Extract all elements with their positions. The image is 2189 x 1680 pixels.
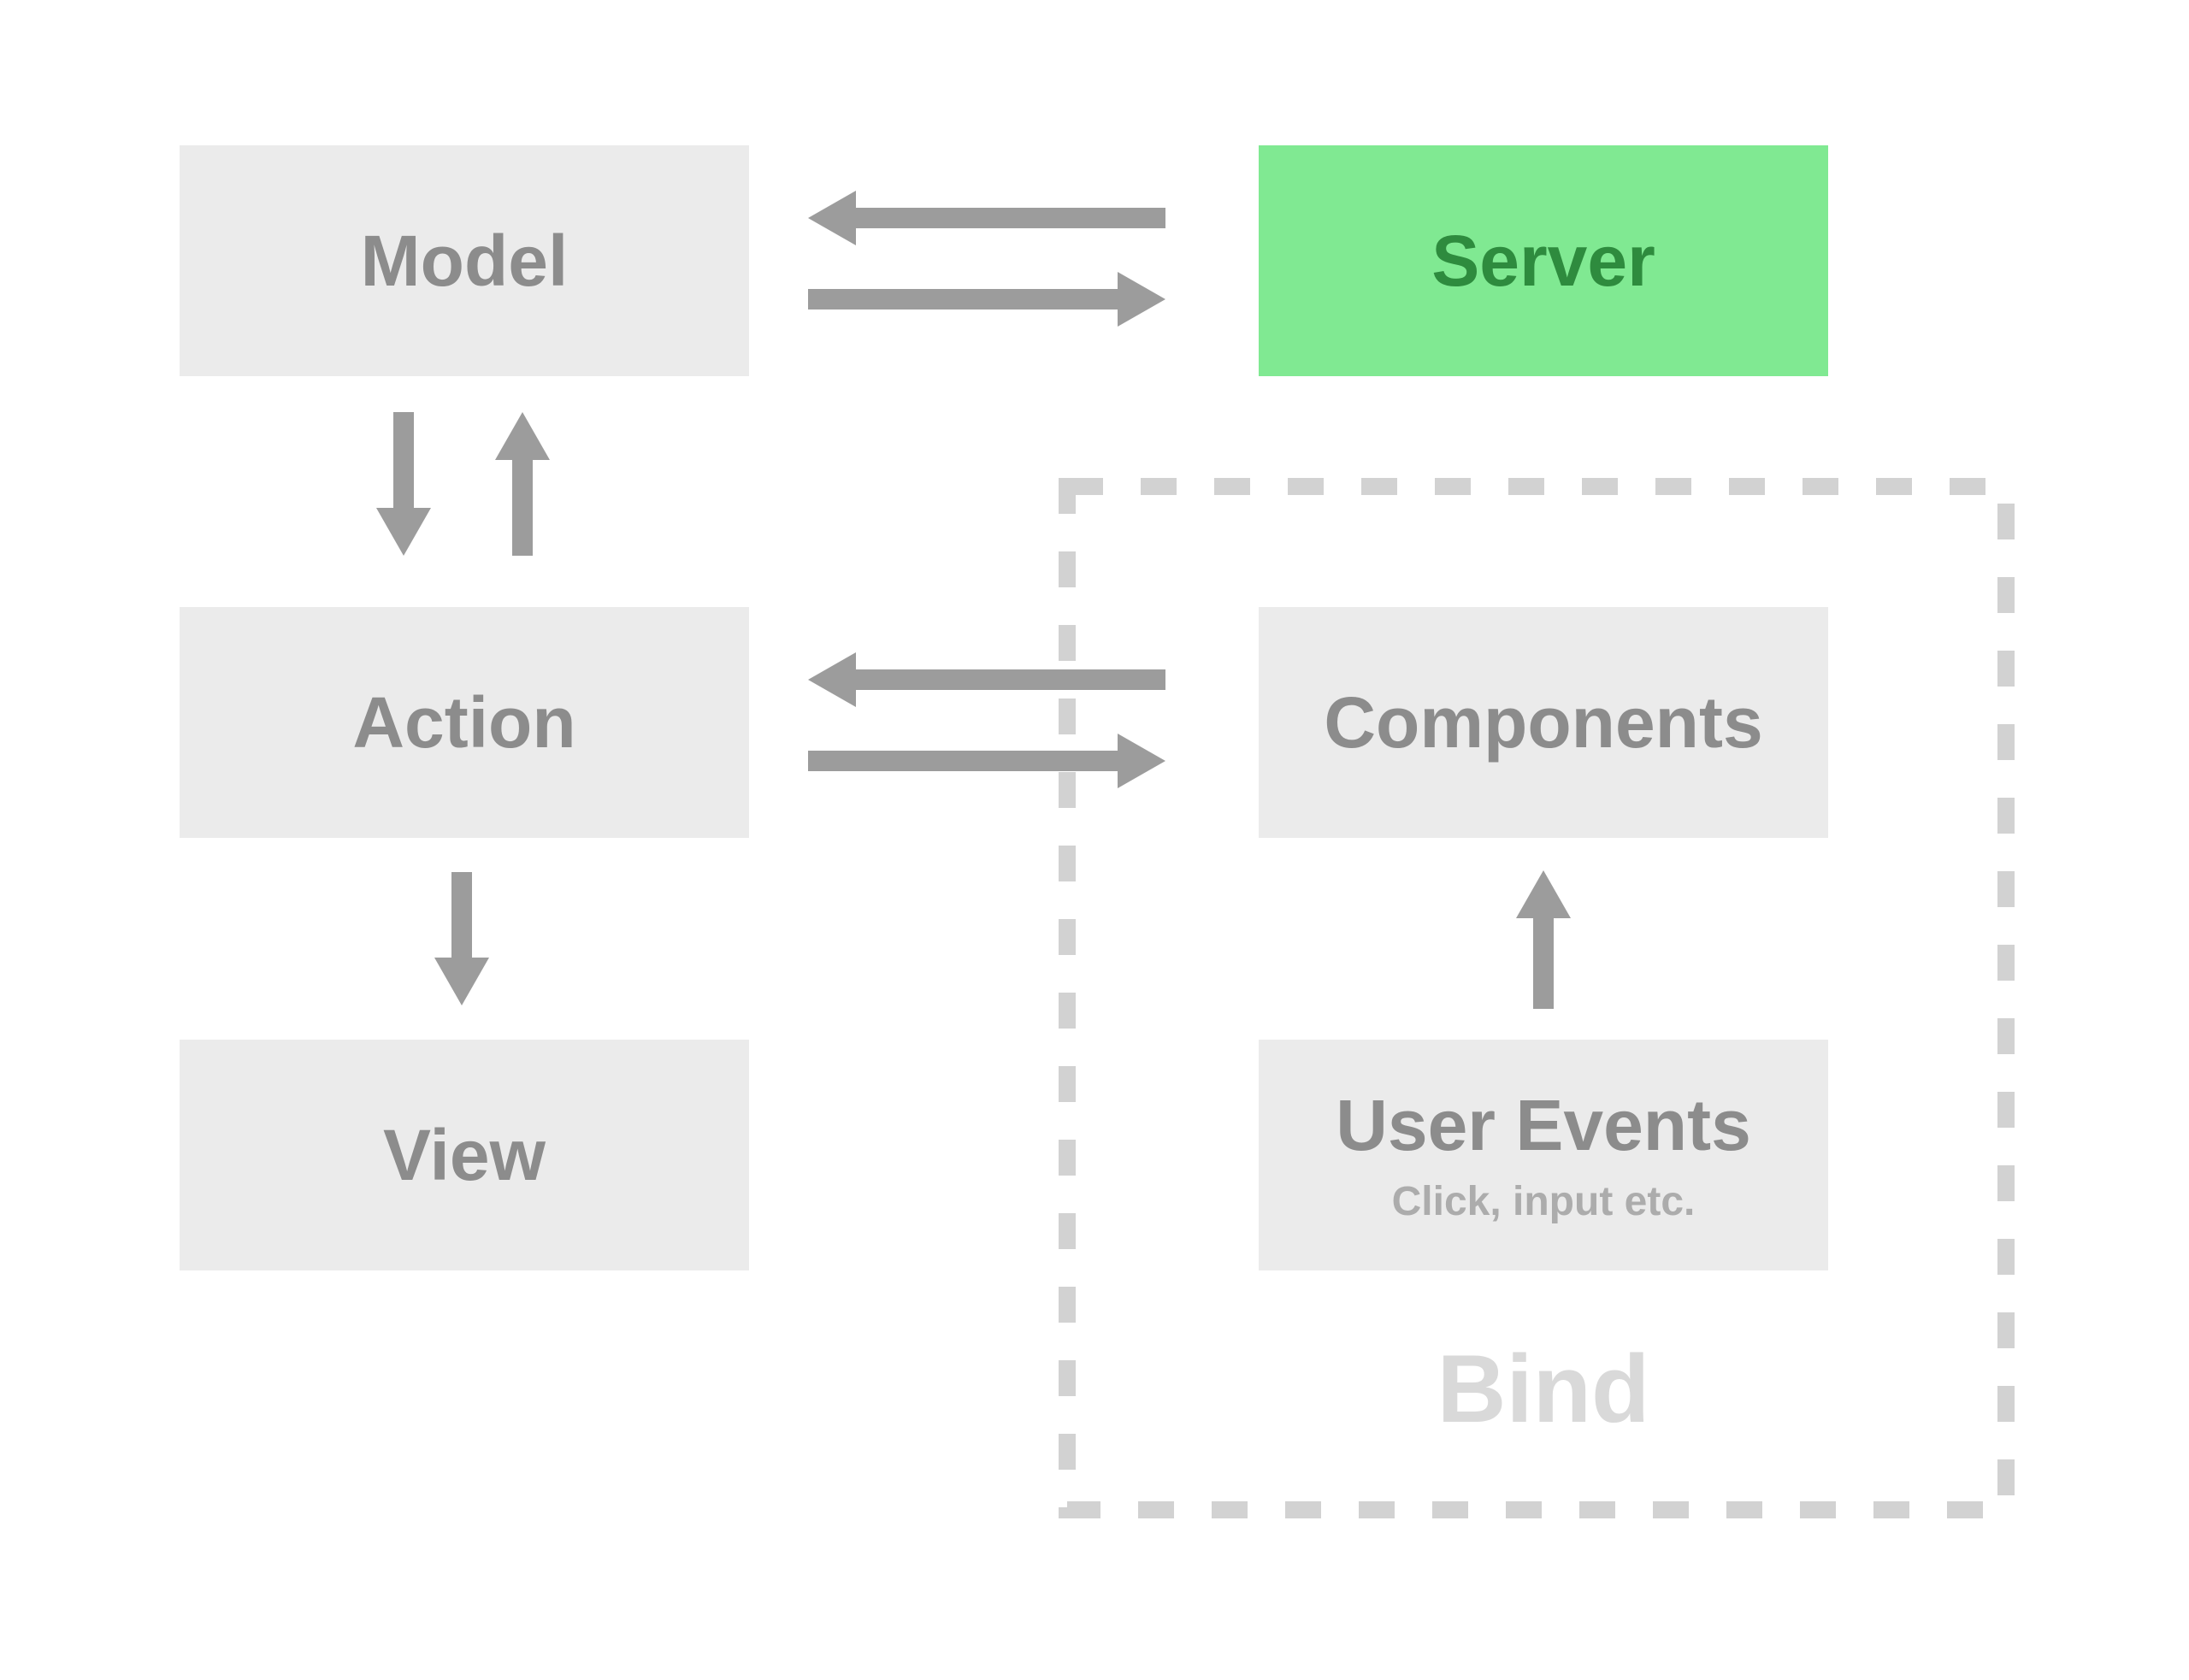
user-events-box-sublabel: Click, input etc. (1391, 1179, 1696, 1224)
model-box-label: Model (360, 221, 569, 301)
action-box-label: Action (352, 682, 576, 763)
view-box: View (180, 1040, 749, 1270)
components-box: Components (1259, 607, 1828, 838)
arrow-user-events-to-components-icon (1516, 870, 1571, 1009)
arrow-components-to-action-icon (808, 652, 1165, 707)
server-box-label: Server (1431, 221, 1655, 301)
user-events-box: User Events Click, input etc. (1259, 1040, 1828, 1270)
action-box: Action (180, 607, 749, 838)
user-events-box-label: User Events (1336, 1085, 1751, 1165)
arrow-action-to-components-icon (808, 734, 1165, 788)
model-box: Model (180, 145, 749, 376)
components-box-label: Components (1324, 682, 1763, 763)
server-box: Server (1259, 145, 1828, 376)
arrow-model-to-action-icon (376, 412, 431, 556)
arrow-action-to-view-icon (434, 872, 489, 1005)
arrow-action-to-model-icon (495, 412, 550, 556)
bind-group-dashed-border (1059, 478, 2015, 1518)
arrow-model-to-server-icon (808, 272, 1165, 327)
view-box-label: View (383, 1115, 546, 1195)
bind-group-label: Bind (1437, 1335, 1650, 1442)
arrow-server-to-model-icon (808, 191, 1165, 245)
